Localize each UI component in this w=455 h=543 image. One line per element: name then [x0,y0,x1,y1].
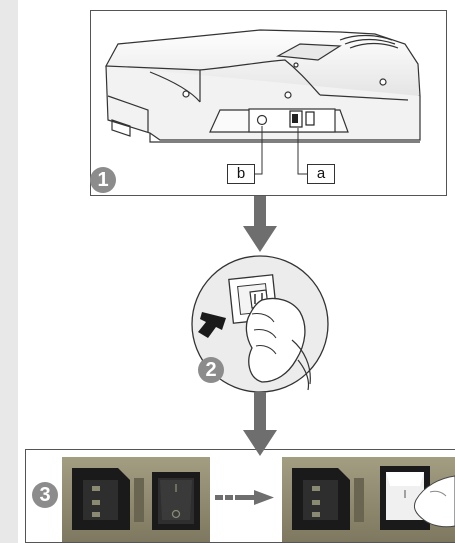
step-1-badge: 1 [90,167,116,193]
connector-a-power [290,111,314,127]
step-2-badge: 2 [198,357,224,383]
down-arrow-2 [243,392,277,456]
step-3-badge: 3 [32,482,58,508]
switch-off-photo [62,457,210,542]
label-a: a [307,164,335,184]
down-arrow-1 [243,196,277,252]
switch-on-photo [282,457,455,542]
label-b: b [227,164,255,184]
connector-b-jack [258,116,267,125]
laminator-device-illustration [106,30,420,142]
off-to-on-arrow [215,490,274,505]
